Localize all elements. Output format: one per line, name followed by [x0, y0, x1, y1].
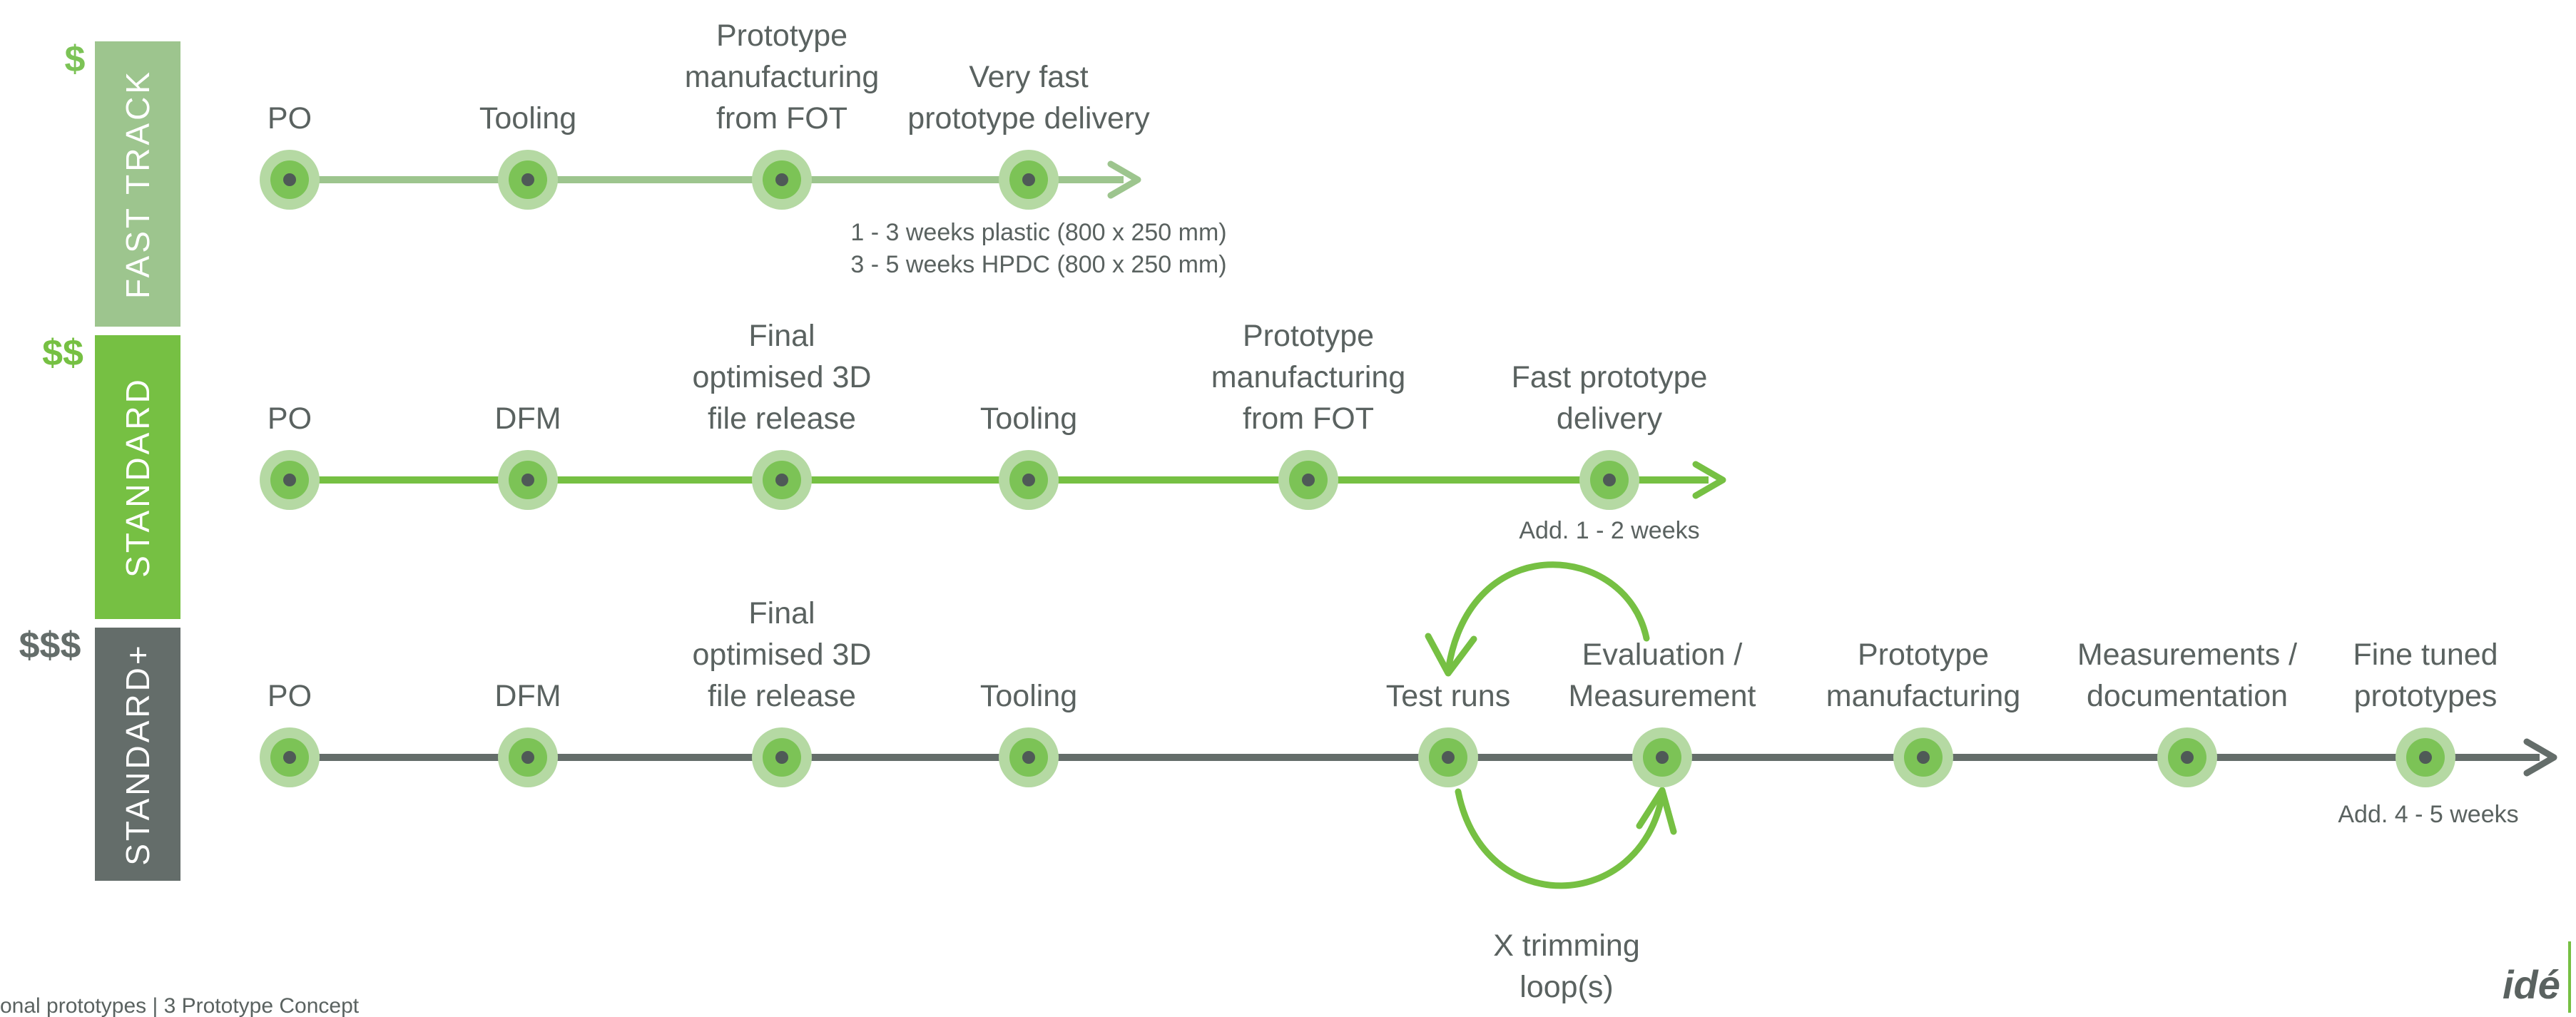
milestone-nodes — [260, 150, 2455, 787]
arrowhead-icon — [1636, 787, 1677, 835]
price-tier-2: $$$ — [19, 625, 81, 666]
milestone-label: PO — [268, 101, 312, 136]
loop-arrow-icon — [1445, 561, 1650, 674]
ide-logo: idé — [2503, 941, 2571, 1013]
arrowhead-icon — [1692, 461, 1726, 499]
track-bar-0 — [95, 41, 180, 327]
milestone-label: DFM — [494, 402, 561, 436]
milestone-label: DFM — [494, 679, 561, 713]
milestone-node-icon — [498, 450, 558, 510]
milestone-node-icon — [1579, 450, 1639, 510]
milestone-node-icon — [498, 727, 558, 787]
milestone-node-icon — [1632, 727, 1692, 787]
track-bars: FAST TRACK $ STANDARD $$ STANDARD+ $$$ — [19, 39, 180, 881]
milestone-label: Evaluation /Measurement — [1569, 638, 1756, 713]
milestone-label: Tooling — [980, 679, 1077, 713]
footer-text: onal prototypes | 3 Prototype Concept — [0, 994, 360, 1017]
milestone-node-icon — [752, 450, 812, 510]
milestone-node-icon — [2157, 727, 2217, 787]
loop-arrow-icon — [1455, 788, 1666, 889]
milestone-label: Tooling — [980, 402, 1077, 436]
milestone-node-icon — [2396, 727, 2455, 787]
milestone-label: Test runs — [1386, 679, 1510, 713]
milestone-node-icon — [1278, 450, 1338, 510]
timing-note: Add. 4 - 5 weeks — [2338, 801, 2518, 828]
milestone-node-icon — [260, 727, 320, 787]
milestone-node-icon — [498, 150, 558, 210]
arrowhead-icon — [1425, 633, 1477, 677]
track-bar-1 — [95, 335, 180, 619]
track-name-0: FAST TRACK — [119, 69, 156, 299]
milestone-label: Measurements /documentation — [2077, 638, 2297, 713]
arrowhead-icon — [1107, 160, 1141, 199]
timeline-notes: 1 - 3 weeks plastic (800 x 250 mm) 3 - 5 … — [850, 219, 2518, 828]
milestone-node-icon — [1893, 727, 1953, 787]
milestone-label: PO — [268, 402, 312, 436]
track-bar-2 — [95, 628, 180, 881]
timing-note: Add. 1 - 2 weeks — [1519, 517, 1699, 544]
milestone-node-icon — [752, 727, 812, 787]
milestone-node-icon — [260, 450, 320, 510]
milestone-label: Tooling — [479, 101, 576, 136]
milestone-node-icon — [999, 150, 1059, 210]
milestone-node-icon — [752, 150, 812, 210]
track-name-2: STANDARD+ — [119, 643, 156, 865]
milestone-label: PO — [268, 679, 312, 713]
milestone-node-icon — [260, 150, 320, 210]
timing-note: 3 - 5 weeks HPDC (800 x 250 mm) — [850, 251, 1226, 278]
milestone-node-icon — [999, 727, 1059, 787]
milestone-node-icon — [999, 450, 1059, 510]
logo-accent-bar — [2568, 941, 2571, 1013]
arrowhead-icon — [2523, 738, 2557, 777]
price-tier-0: $ — [65, 39, 86, 80]
milestone-node-icon — [1418, 727, 1478, 787]
price-tier-1: $$ — [42, 332, 83, 374]
timing-note: 1 - 3 weeks plastic (800 x 250 mm) — [850, 219, 1226, 246]
logo-text: idé — [2503, 962, 2560, 1007]
track-name-1: STANDARD — [119, 377, 156, 578]
